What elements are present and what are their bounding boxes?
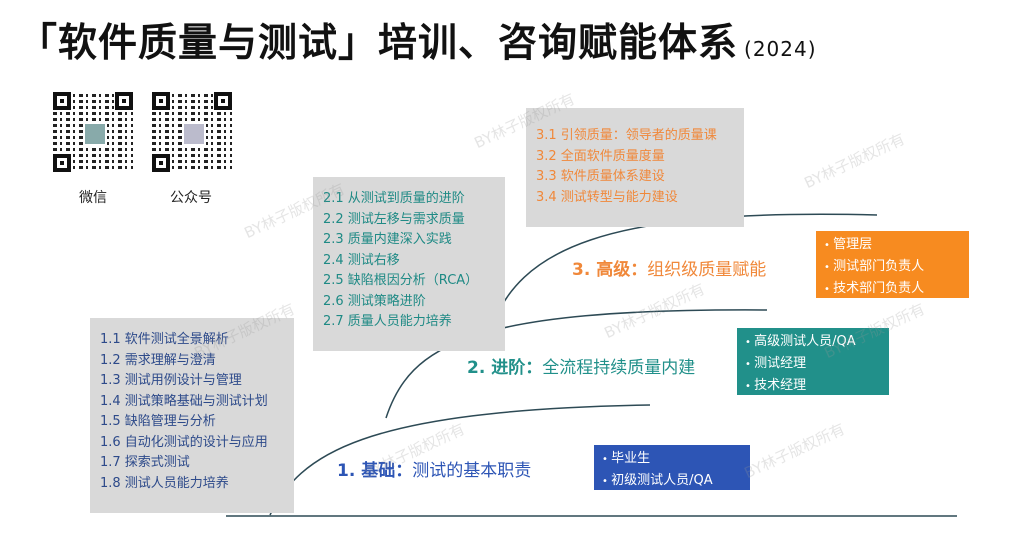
audience-item: 测试部门负责人: [824, 256, 961, 278]
course-item: 2.3 质量内建深入实践: [323, 232, 452, 247]
course-item: 1.5 缺陷管理与分析: [100, 414, 216, 429]
course-item: 2.7 质量人员能力培养: [323, 314, 452, 329]
title-text: 「软件质量与测试」培训、咨询赋能体系: [18, 21, 739, 66]
page-title: 「软件质量与测试」培训、咨询赋能体系(2024): [18, 12, 817, 68]
level-2-course-list: 2.1 从测试到质量的进阶 2.2 测试左移与需求质量 2.3 质量内建深入实践…: [313, 177, 505, 351]
official-account-label: 公众号: [170, 190, 212, 206]
audience-item: 高级测试人员/QA: [745, 331, 881, 353]
level-number: 3. 高级：: [572, 260, 648, 280]
course-item: 1.2 需求理解与澄清: [100, 352, 216, 368]
course-item: 3.1 引领质量：领导者的质量课: [536, 128, 717, 143]
level-number: 2. 进阶：: [467, 358, 543, 378]
course-item: 1.3 测试用例设计与管理: [100, 373, 242, 388]
course-item: 1.6 自动化测试的设计与应用: [100, 434, 268, 450]
level-3-label: 3. 高级：组织级质量赋能: [572, 255, 766, 280]
level-1-course-list: 1.1 软件测试全景解析 1.2 需求理解与澄清 1.3 测试用例设计与管理 1…: [90, 318, 294, 513]
level-title: 测试的基本职责: [412, 461, 532, 481]
course-item: 1.4 测试策略基础与测试计划: [100, 393, 268, 409]
official-account-qr-code: [152, 92, 232, 172]
audience-item: 技术部门负责人: [824, 278, 961, 300]
level-title: 组织级质量赋能: [647, 260, 767, 280]
title-year: (2024): [744, 37, 817, 61]
course-item: 2.1 从测试到质量的进阶: [323, 191, 465, 206]
level-1-label: 1. 基础：测试的基本职责: [337, 456, 531, 481]
course-item: 1.7 探索式测试: [100, 455, 190, 470]
wechat-label: 微信: [79, 190, 107, 206]
level-3-audience-box: 管理层 测试部门负责人 技术部门负责人: [816, 231, 969, 298]
course-item: 1.1 软件测试全景解析: [100, 332, 229, 347]
audience-item: 毕业生: [602, 448, 742, 470]
wechat-qr-code: [53, 92, 133, 172]
course-item: 2.5 缺陷根因分析（RCA）: [323, 273, 479, 288]
course-item: 2.6 测试策略进阶: [323, 293, 426, 309]
course-item: 3.2 全面软件质量度量: [536, 148, 665, 164]
level-1-audience-box: 毕业生 初级测试人员/QA: [594, 445, 750, 490]
course-item: 2.2 测试左移与需求质量: [323, 211, 465, 227]
audience-item: 初级测试人员/QA: [602, 470, 742, 492]
audience-item: 测试经理: [745, 353, 881, 375]
course-item: 2.4 测试右移: [323, 252, 400, 268]
level-number: 1. 基础：: [337, 461, 413, 481]
level-title: 全流程持续质量内建: [542, 358, 696, 378]
level-2-label: 2. 进阶：全流程持续质量内建: [467, 353, 695, 378]
course-item: 1.8 测试人员能力培养: [100, 475, 229, 491]
course-item: 3.4 测试转型与能力建设: [536, 189, 678, 205]
curve-level-3: [489, 213, 878, 331]
level-3-course-list: 3.1 引领质量：领导者的质量课 3.2 全面软件质量度量 3.3 软件质量体系…: [526, 108, 744, 227]
course-item: 3.3 软件质量体系建设: [536, 169, 665, 184]
level-2-audience-box: 高级测试人员/QA 测试经理 技术经理: [737, 328, 889, 395]
audience-item: 管理层: [824, 234, 961, 256]
audience-item: 技术经理: [745, 375, 881, 397]
